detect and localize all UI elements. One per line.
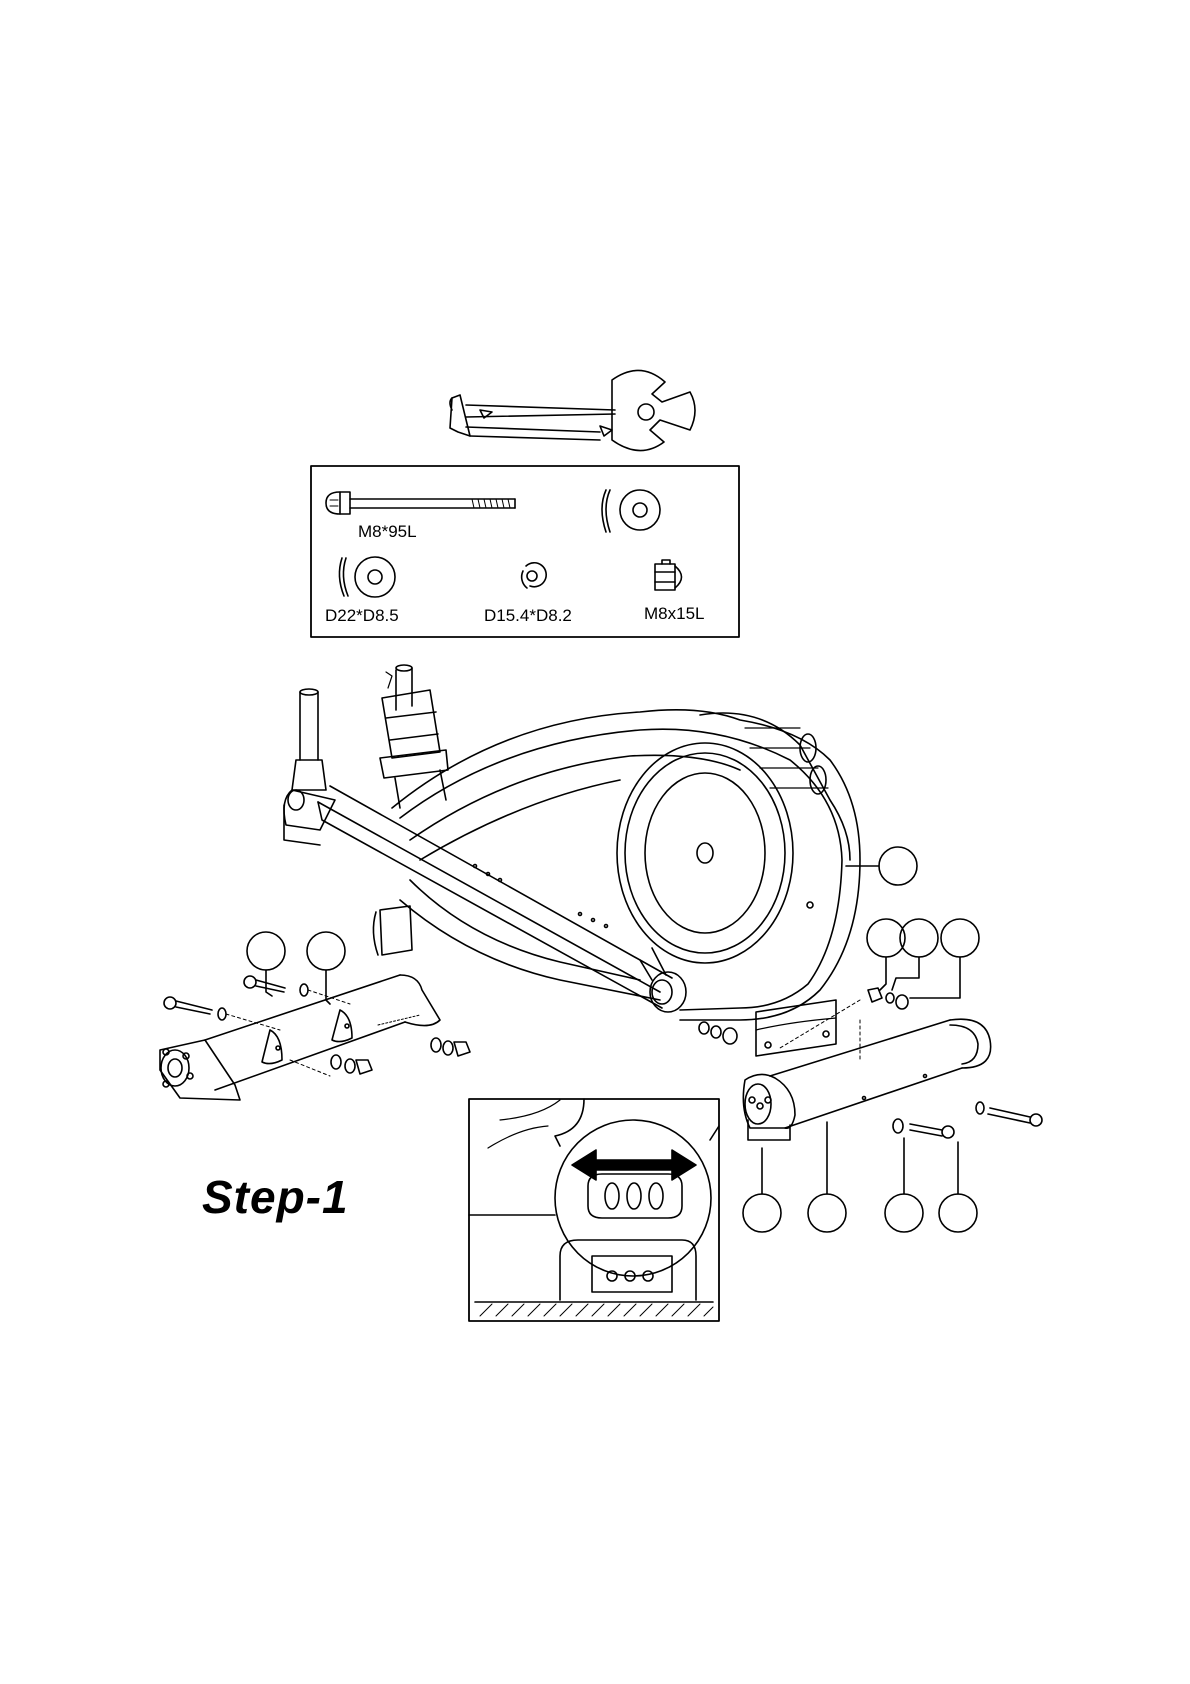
carriage-bolt-icon	[326, 492, 515, 514]
front-stabilizer	[743, 1019, 1042, 1140]
washer-size-label: D22*D8.5	[325, 606, 399, 626]
spring-washer-size-label: D15.4*D8.2	[484, 606, 572, 626]
cap-nut-icon	[655, 560, 682, 590]
callout-circle	[743, 1194, 781, 1232]
cap-nut-size-label: M8x15L	[644, 604, 704, 624]
callout-circle	[808, 1194, 846, 1232]
callout-circle	[247, 932, 285, 970]
callout-circle	[307, 932, 345, 970]
curved-washer-icon	[602, 490, 660, 532]
flat-washer-icon	[339, 557, 395, 597]
callout-circle	[939, 1194, 977, 1232]
callout-circle	[941, 919, 979, 957]
bolt-size-label: M8*95L	[358, 522, 417, 542]
elliptical-frame	[284, 665, 860, 1056]
callout-circle	[885, 1194, 923, 1232]
callout-circle	[879, 847, 917, 885]
adjustment-arrow-icon	[572, 1150, 696, 1180]
step-title: Step-1	[202, 1170, 349, 1224]
detail-inset	[469, 1099, 719, 1321]
multi-tool-wrench-icon	[450, 370, 695, 450]
spring-washer-icon	[522, 563, 547, 588]
